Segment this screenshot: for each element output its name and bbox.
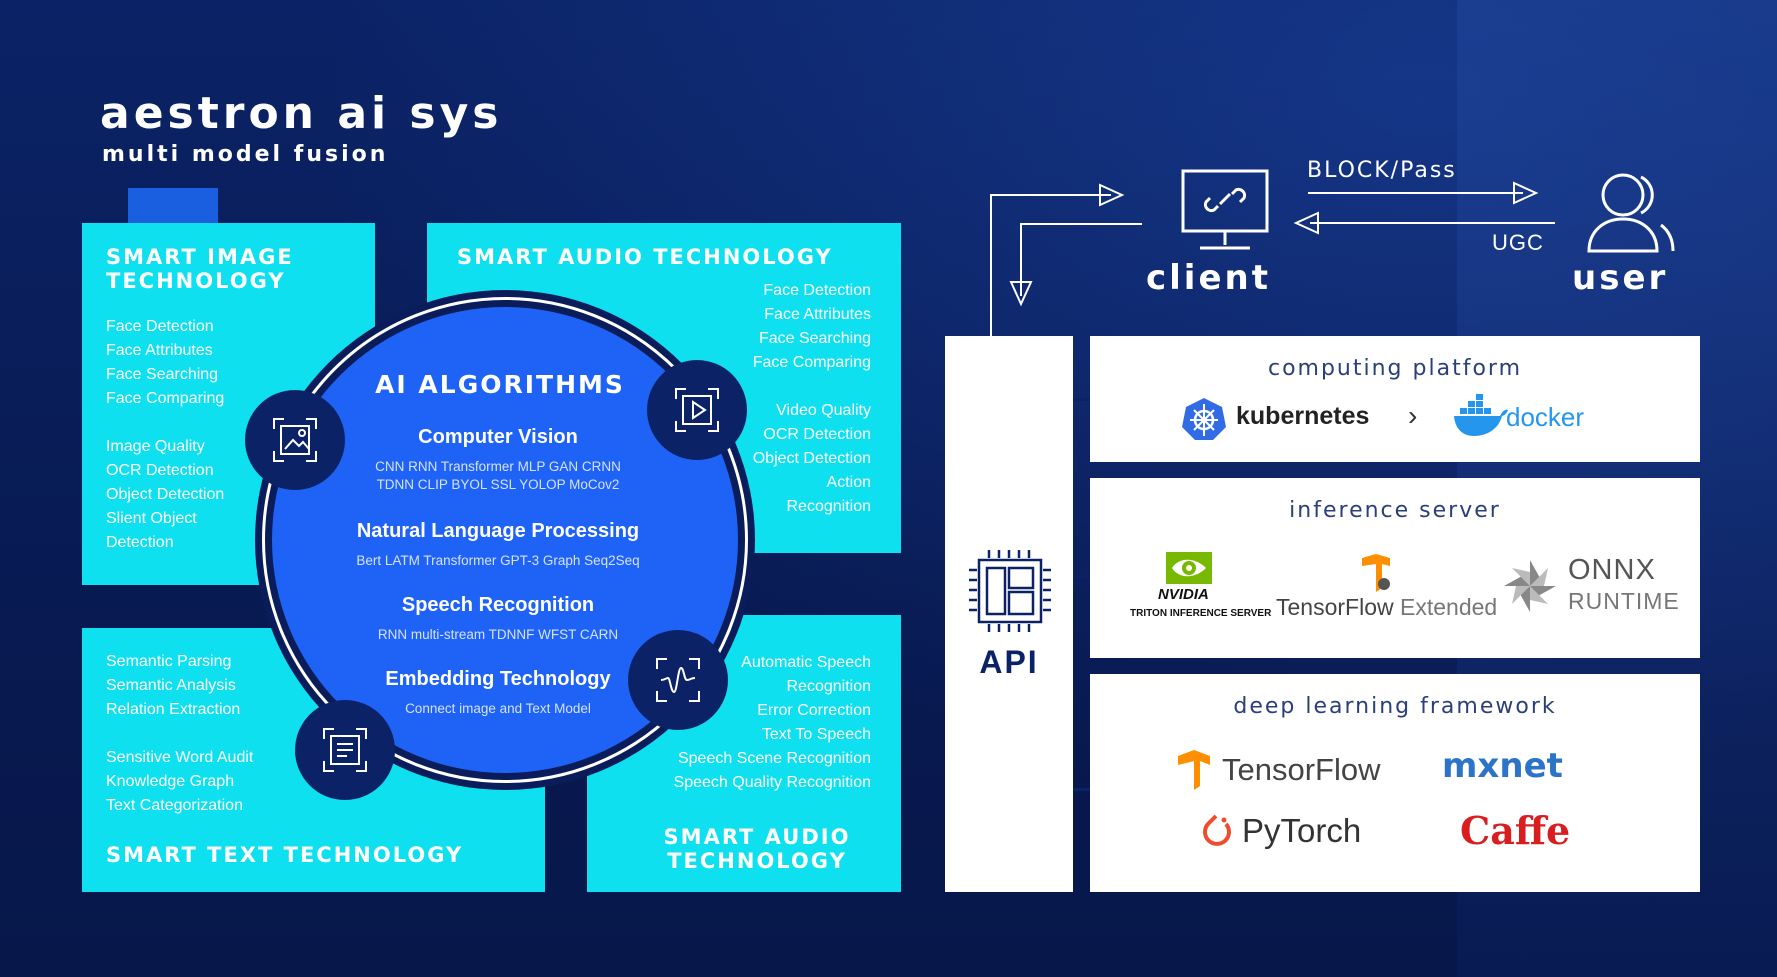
flow-lines (990, 181, 1555, 336)
list-item: Action (826, 474, 871, 491)
algo-detail-cv: CNN RNN Transformer MLP GAN CRNN (375, 459, 621, 474)
list-item: Text To Speech (761, 726, 871, 743)
caffe-logo-text: Caffe (1460, 808, 1571, 853)
user-label: user (1572, 258, 1669, 298)
algo-detail-nlp: Bert LATM Transformer GPT-3 Graph Seq2Se… (356, 553, 640, 568)
quadrant-title: SMART AUDIO TECHNOLOGY (457, 245, 833, 269)
list-item: Video Quality (776, 402, 871, 419)
api-label: API (979, 644, 1039, 680)
list-item: Semantic Parsing (106, 653, 232, 670)
tfx-logo-text: TensorFlow Extended (1276, 594, 1497, 621)
client-label: client (1146, 258, 1271, 298)
list-item: Face Comparing (752, 354, 871, 371)
list-item: Text Categorization (106, 797, 243, 814)
list-item: Detection (106, 534, 174, 551)
list-item: Face Detection (763, 282, 871, 299)
connector (1073, 398, 1090, 401)
onnx-runtime-text: RUNTIME (1568, 588, 1680, 614)
user-icon (1587, 173, 1675, 253)
list-item: Slient Object (106, 510, 197, 527)
computing-platform-box: computing platform kubernetes › docker (1090, 336, 1700, 462)
list-item: Face Searching (758, 330, 871, 347)
nvidia-logo-text: NVIDIA (1158, 586, 1209, 603)
docker-logo-text: docker (1506, 402, 1585, 432)
algo-heading-cv: Computer Vision (418, 426, 578, 448)
list-item: Recognition (786, 498, 872, 515)
tensorflow-icon (1178, 750, 1210, 790)
list-item: Error Correction (757, 702, 871, 719)
quadrant-list: Face Detection Face Attributes Face Sear… (106, 315, 224, 555)
list-item: Recognition (786, 678, 872, 695)
tensorflow-logo-text: TensorFlow (1222, 752, 1381, 787)
box-title: Deep Learning framework (1233, 694, 1557, 719)
algorithms-title: AI ALGORITHMS (375, 370, 625, 399)
quadrant-list: Automatic Speech Recognition Error Corre… (674, 651, 871, 795)
list-item: Sensitive Word Audit (106, 749, 254, 766)
page-subtitle: multi model fusion (102, 142, 389, 167)
page-title: aestron AI SYS (100, 88, 503, 139)
algo-heading-nlp: Natural Language Processing (356, 520, 640, 542)
quadrant-title: SMART TEXT TECHNOLOGY (106, 843, 464, 867)
list-item: Face Searching (106, 366, 219, 383)
nvidia-eye-icon (1166, 552, 1212, 584)
list-item: Relation Extraction (106, 701, 241, 718)
docker-whale-icon (1454, 394, 1508, 436)
box-title: inference server (1289, 498, 1501, 523)
list-item: Speech Scene Recognition (677, 750, 871, 767)
pytorch-icon (1203, 814, 1231, 846)
onnx-logo-text: ONNX (1568, 554, 1656, 586)
chip-icon (969, 550, 1051, 632)
list-item: Face Attributes (764, 306, 871, 323)
client-monitor-icon (1181, 169, 1269, 250)
list-item: Face Detection (106, 318, 214, 335)
algo-heading-speech: Speech Recognition (401, 594, 595, 616)
list-item: Image Quality (106, 438, 205, 455)
inference-server-box: inference server NVIDIA TRITON INFERENCE… (1090, 478, 1700, 658)
list-item: Object Detection (752, 450, 871, 467)
list-item: Face Attributes (106, 342, 213, 359)
arrow-icon: › (1408, 400, 1418, 431)
list-item: Speech Quality Recognition (673, 774, 871, 791)
mxnet-logo-text: mxnet (1442, 746, 1563, 786)
ugc-label: UGC (1492, 230, 1544, 255)
tfx-icon (1362, 554, 1390, 592)
box-title: computing platform (1267, 356, 1522, 381)
image-badge-icon (245, 390, 345, 490)
quadrant-title: SMART IMAGE TECHNOLOGY (106, 245, 294, 293)
quadrant-list: Face Detection Face Attributes Face Sear… (753, 279, 871, 519)
connector (1073, 788, 1090, 791)
api-column: API (945, 336, 1073, 892)
algo-heading-embedding: Embedding Technology (385, 668, 611, 690)
algo-detail-embedding: Connect image and Text Model (405, 701, 591, 716)
video-badge-icon (647, 360, 747, 460)
audio-badge-icon (628, 630, 728, 730)
onnx-icon (1504, 560, 1556, 612)
nvidia-triton-text: TRITON INFERENCE SERVER (1130, 608, 1272, 619)
list-item: Object Detection (106, 486, 225, 503)
list-item: Semantic Analysis (106, 677, 236, 694)
algorithm-ring (262, 297, 748, 783)
list-item: Automatic Speech (741, 654, 871, 671)
quadrant-list: Semantic Parsing Semantic Analysis Relat… (106, 650, 253, 818)
pytorch-logo-text: PyTorch (1242, 812, 1362, 849)
block-pass-label: BLOCK/Pass (1307, 158, 1457, 183)
quadrant-smart-audio-bottom: Automatic Speech Recognition Error Corre… (587, 615, 901, 892)
list-item: Knowledge Graph (106, 773, 235, 790)
list-item: Face Comparing (106, 390, 225, 407)
quadrant-title: SMART AUDIO TECHNOLOGY (663, 825, 851, 873)
accent-block (128, 188, 218, 228)
tfx-logo-extended: Extended (1393, 594, 1498, 620)
connector (1073, 575, 1090, 578)
list-item: OCR Detection (763, 426, 871, 443)
tfx-logo-main: TensorFlow (1276, 594, 1394, 620)
algo-detail-speech: RNN multi-stream TDNNF WFST CARN (377, 627, 619, 642)
list-item: OCR Detection (106, 462, 214, 479)
kubernetes-logo-text: kubernetes (1236, 402, 1370, 430)
text-badge-icon (295, 700, 395, 800)
algo-detail-cv-2: TDNN CLIP BYOL SSL YOLOP MoCov2 (376, 477, 620, 492)
deep-learning-framework-box: Deep Learning framework TensorFlow mxnet… (1090, 674, 1700, 892)
kubernetes-icon (1182, 398, 1226, 440)
